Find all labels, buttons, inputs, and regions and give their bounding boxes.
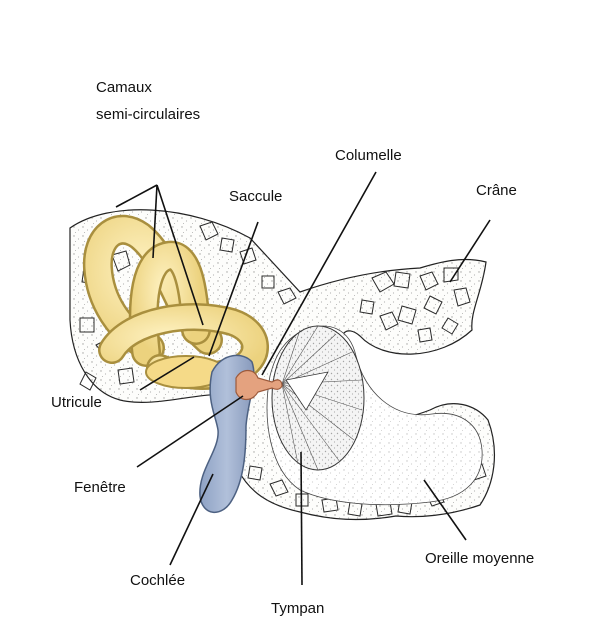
label-tympan: Tympan [271,600,324,617]
label-columelle: Columelle [335,147,402,164]
leader-tympan [301,452,302,585]
label-cochlee: Cochlée [130,572,185,589]
label-oreille-moyenne: Oreille moyenne [425,550,534,567]
leader-canaux-left [116,185,157,207]
tympanum [272,326,364,470]
leader-cochlee [170,474,213,565]
label-crane: Crâne [476,182,517,199]
label-canaux-line1: Camaux [96,79,152,96]
label-utricule: Utricule [51,394,102,411]
label-canaux-line2: semi-circulaires [96,106,200,123]
label-saccule: Saccule [229,188,282,205]
label-fenetre: Fenêtre [74,479,126,496]
